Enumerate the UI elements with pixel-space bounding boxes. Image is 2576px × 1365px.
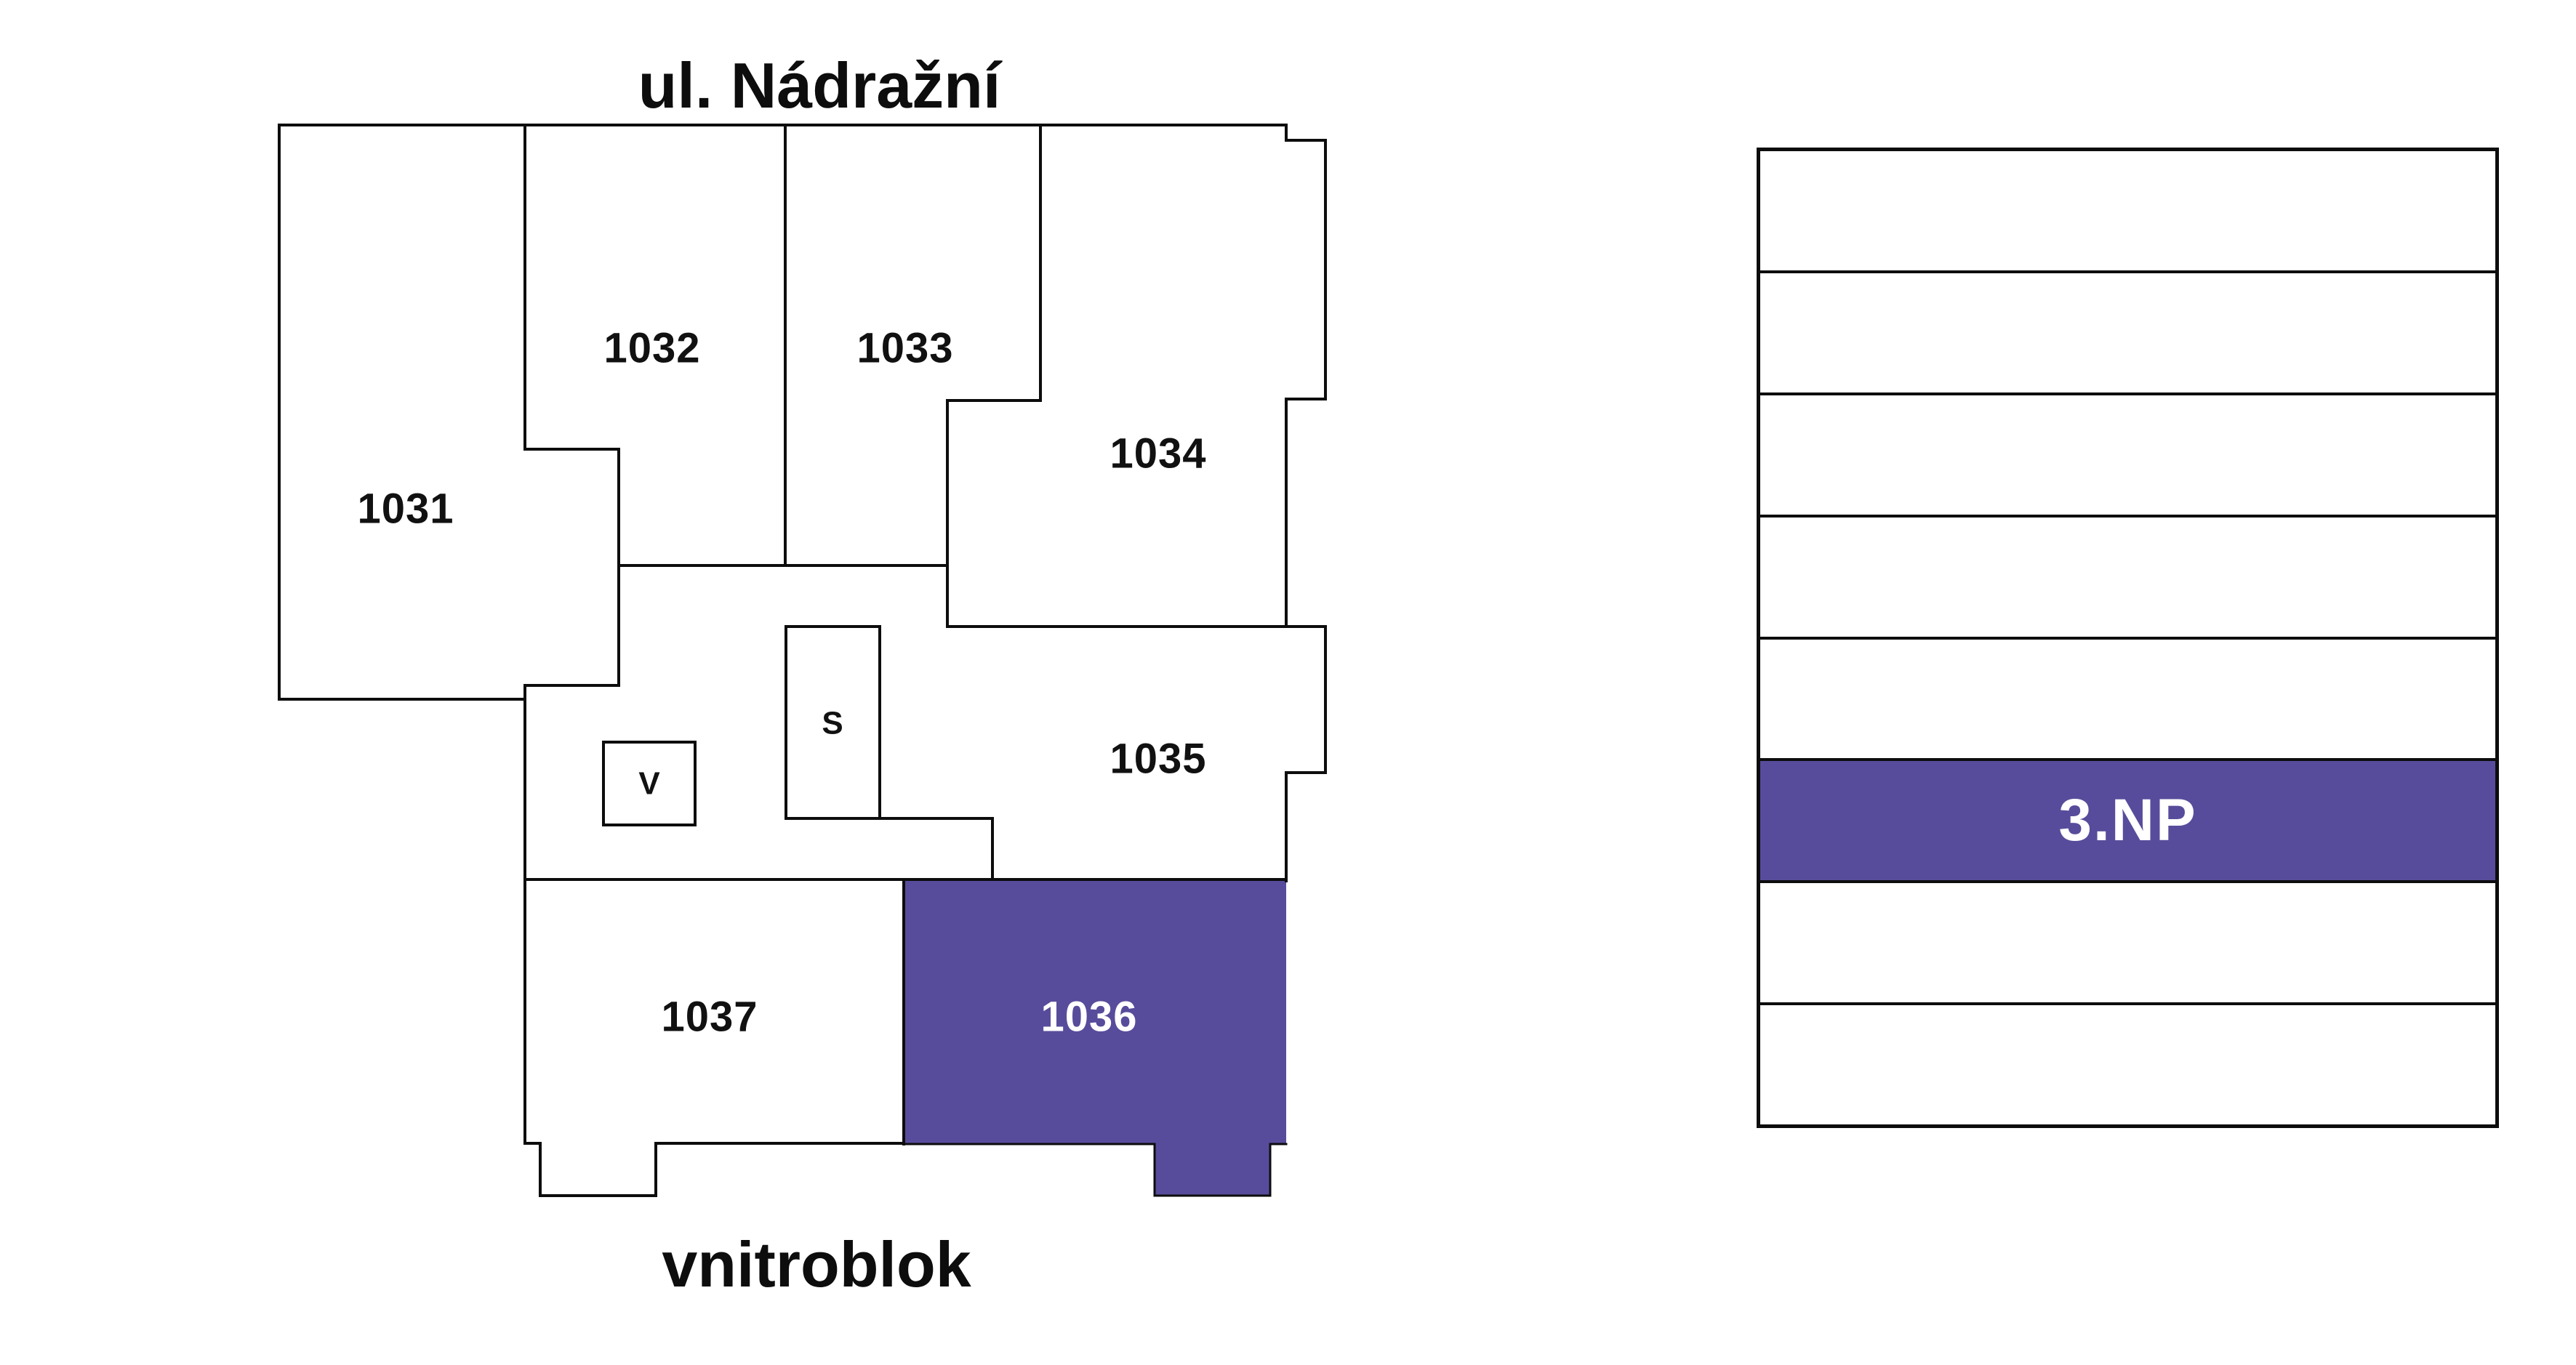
floor-row-3[interactable] [1760,392,2495,515]
unit-shape-1036[interactable] [904,879,1286,1196]
street-label: ul. Nádražní [638,49,1001,121]
floor-row-label: 3.NP [2058,787,2197,854]
unit-label-1034[interactable]: 1034 [1110,430,1206,478]
floor-row-8[interactable] [1760,1002,2495,1124]
floor-selector: 3.NP [1757,148,2499,1128]
floor-row-6-selected[interactable]: 3.NP [1760,758,2495,881]
floor-row-2[interactable] [1760,270,2495,392]
room-label-V: V [638,766,660,802]
unit-label-1033[interactable]: 1033 [856,325,953,372]
room-label-S: S [822,706,843,741]
floor-row-7[interactable] [1760,880,2495,1002]
courtyard-label: vnitroblok [662,1228,971,1300]
unit-label-1037[interactable]: 1037 [661,994,758,1041]
unit-label-1032[interactable]: 1032 [603,325,700,372]
unit-label-1036[interactable]: 1036 [1040,994,1137,1041]
floor-row-1[interactable] [1760,151,2495,270]
unit-label-1031[interactable]: 1031 [357,486,454,533]
floor-row-4[interactable] [1760,514,2495,637]
unit-label-1035[interactable]: 1035 [1110,736,1206,783]
floor-row-5[interactable] [1760,636,2495,759]
